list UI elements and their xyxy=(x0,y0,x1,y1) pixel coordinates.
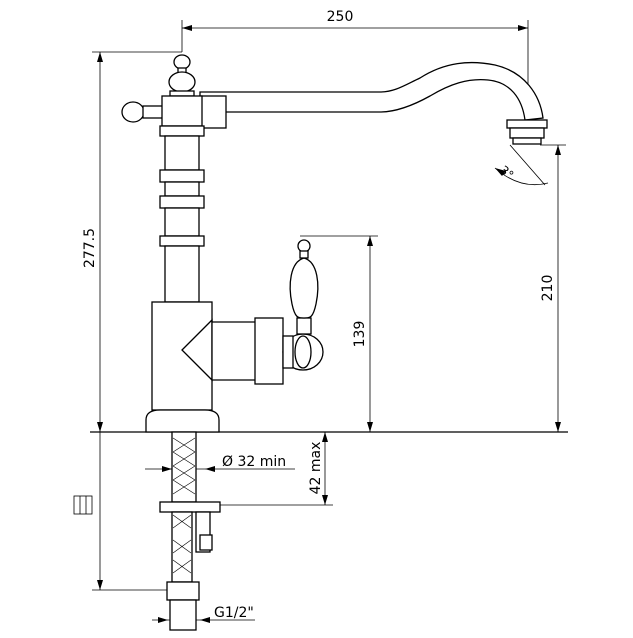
dim-spout-angle: 3° xyxy=(497,163,516,182)
dim-width-top: 250 xyxy=(327,9,354,25)
dim-height-total: 277.5 xyxy=(82,228,98,268)
drawing-symbol-icon xyxy=(73,495,93,515)
dim-connection: G1/2" xyxy=(214,605,254,621)
dim-hole-diameter: Ø 32 min xyxy=(222,454,286,470)
dim-height-spout: 210 xyxy=(540,275,556,302)
braided-hose-pattern xyxy=(172,437,196,574)
faucet-body xyxy=(121,54,548,631)
dim-height-lever: 139 xyxy=(352,321,368,348)
dim-deck-max: 42 max xyxy=(308,442,324,495)
